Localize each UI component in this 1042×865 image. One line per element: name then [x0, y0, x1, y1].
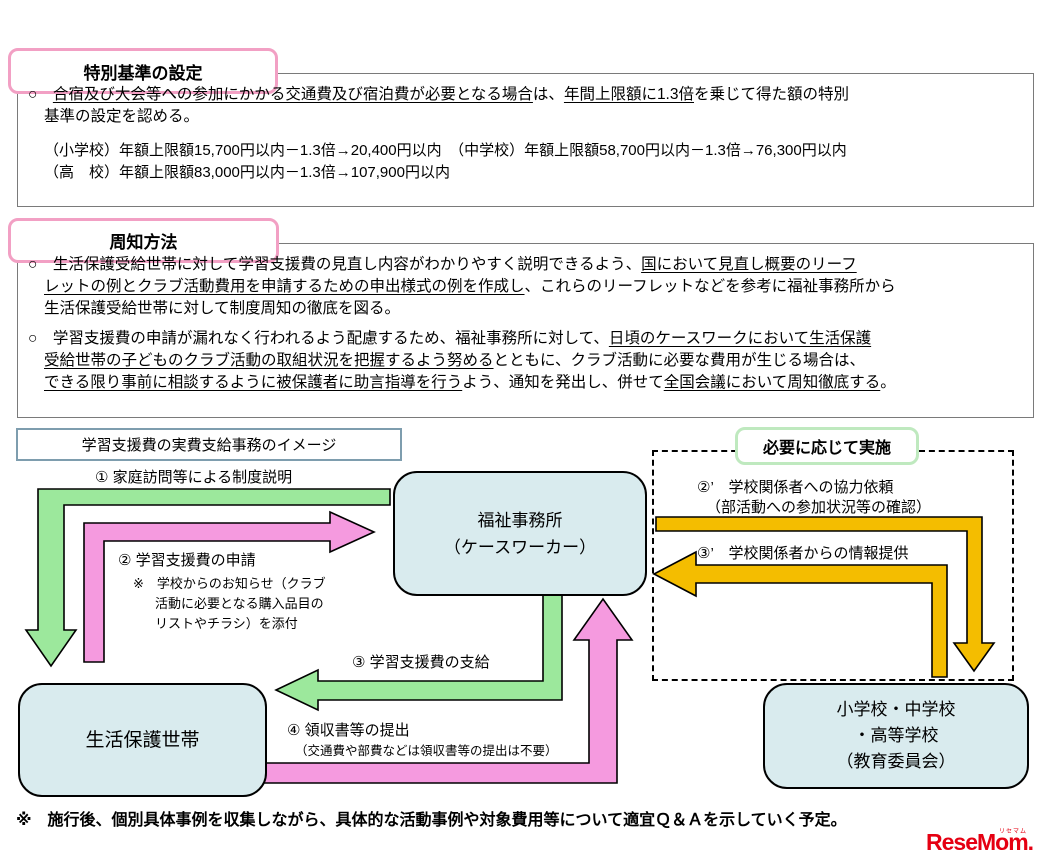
flow1-label: ① 家庭訪問等による制度説明	[95, 469, 293, 486]
resemom-logo: リセマム ReseMom.	[926, 829, 1034, 856]
flow2-label: ② 学習支援費の申請	[118, 552, 256, 569]
household-label: 生活保護世帯	[85, 729, 200, 751]
diagram-title: 学習支援費の実費支給事務のイメージ	[81, 437, 337, 454]
flow2p-label: ②’ 学校関係者への協力依頼	[697, 479, 894, 496]
section1-title: 特別基準の設定	[83, 63, 203, 83]
welfare-office-line1: 福祉事務所	[477, 510, 563, 530]
resemom-logo-text: ReseMom.	[926, 829, 1034, 855]
as-needed-label: 必要に応じて実施	[762, 440, 891, 457]
section2-bullet2-text: ○ 学習支援費の申請が漏れなく行われるよう配慮するため、福祉事務所に対して、日頃…	[28, 330, 896, 391]
flow2-note-line3: リストやチラシ）を添付	[155, 616, 298, 631]
diagram-title-box: 学習支援費の実費支給事務のイメージ	[16, 428, 402, 461]
flow2p-sublabel: （部活動への参加状況等の確認）	[706, 499, 932, 516]
section2-content-box	[17, 243, 1034, 418]
section1-title-box: 特別基準の設定	[8, 48, 278, 94]
flow4-sublabel: （交通費や部費などは領収書等の提出は不要）	[295, 744, 558, 758]
section2-bullet1-text: ○ 生活保護受給世帯に対して学習支援費の見直し内容がわかりやすく説明できるよう、…	[28, 256, 896, 317]
section1-body-text: ○ 合宿及び大会等への参加にかかる交通費及び宿泊費が必要となる場合は、年間上限額…	[28, 86, 850, 125]
schools-line3: （教育委員会）	[836, 752, 956, 771]
as-needed-label-box: 必要に応じて実施	[735, 427, 919, 465]
flow3p-label: ③’ 学校関係者からの情報提供	[697, 545, 909, 562]
footnote: ※ 施行後、個別具体事例を収集しながら、具体的な活動事例や対象費用等について適宜…	[16, 812, 847, 829]
flow2-note-line2: 活動に必要となる購入品目の	[155, 596, 324, 611]
node-welfare-household: 生活保護世帯	[18, 683, 267, 797]
flow4-label: ④ 領収書等の提出	[287, 722, 410, 739]
node-schools: 小学校・中学校 ・高等学校 （教育委員会）	[763, 683, 1029, 789]
flow2-note-line1: ※ 学校からのお知らせ（クラブ	[133, 576, 326, 591]
section2-title: 周知方法	[109, 233, 178, 252]
schools-line2: ・高等学校	[853, 726, 939, 745]
section2-title-box: 周知方法	[8, 218, 279, 263]
section1-amounts-text: （小学校）年額上限額15,700円以内－1.3倍→20,400円以内 （中学校）…	[44, 142, 847, 181]
flow3-label: ③ 学習支援費の支給	[352, 654, 490, 671]
welfare-office-line2: （ケースワーカー）	[443, 537, 597, 557]
node-welfare-office: 福祉事務所 （ケースワーカー）	[393, 471, 647, 596]
section1-content-box	[17, 73, 1034, 207]
schools-line1: 小学校・中学校	[836, 700, 956, 719]
resemom-logo-ruby: リセマム	[999, 829, 1028, 835]
